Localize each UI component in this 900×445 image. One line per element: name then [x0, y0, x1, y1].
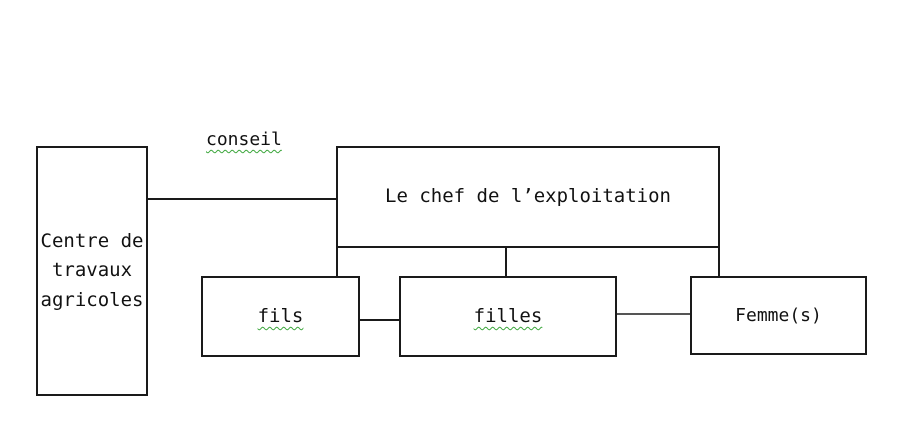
chef-label: Le chef de l’exploitation — [385, 185, 671, 208]
connector-chef-filles — [505, 246, 507, 276]
fils-box: fils — [201, 276, 360, 357]
centre-label: Centre de travaux agricoles — [40, 229, 144, 311]
connector-chef-femmes — [718, 246, 720, 276]
connector-centre-chef — [148, 198, 336, 200]
chef-exploitation-box: Le chef de l’exploitation — [336, 146, 720, 248]
filles-box: filles — [399, 276, 617, 357]
centre-travaux-agricoles-box: Centre de travaux agricoles — [36, 146, 148, 396]
filles-label: filles — [473, 304, 543, 327]
conseil-label: conseil — [206, 129, 282, 150]
fils-label: fils — [257, 304, 304, 327]
connector-filles-femmes — [617, 313, 690, 315]
femmes-box: Femme(s) — [690, 276, 867, 355]
femmes-label: Femme(s) — [735, 304, 822, 326]
connector-chef-fils — [336, 246, 338, 276]
connector-fils-filles — [360, 319, 399, 321]
